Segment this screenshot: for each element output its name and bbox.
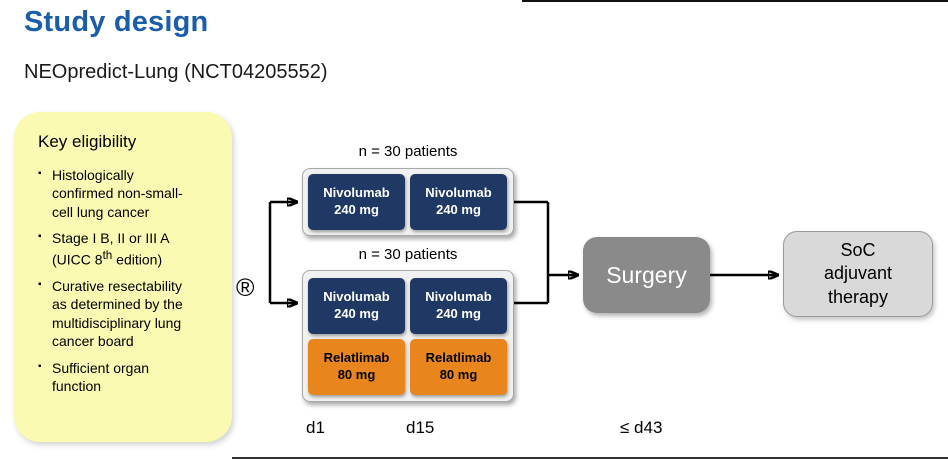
page-title: Study design [24,6,209,38]
drug-name: Nivolumab [323,185,390,201]
eligibility-heading: Key eligibility [38,132,137,151]
drug-name: Nivolumab [323,288,390,304]
drug-name: Nivolumab [425,185,492,201]
eligibility-item-histology: Histologically confirmed non-small-cell … [38,166,198,221]
drug-name: Relatlimab [323,349,390,365]
arm2-treatment-group: Nivolumab 240 mg Nivolumab 240 mg Relatl… [302,270,514,402]
eligibility-item-resectability: Curative resectability as determined by … [38,277,198,351]
arm1-n-patients-label: n = 30 patients [358,143,458,160]
timeline-d1-label: d1 [306,418,325,437]
arm2-n-patients-label: n = 30 patients [358,246,458,263]
drug-name: Nivolumab [425,288,492,304]
drug-dose: 80 mg [439,366,478,382]
arm2-relatlimab-d1-box: Relatlimab 80 mg [308,338,405,395]
drug-dose: 240 mg [436,202,481,217]
eligibility-item-organ-function: Sufficient organ function [38,359,198,396]
timeline-d43-label: ≤ d43 [620,418,663,437]
arm2-nivolumab-d1-box: Nivolumab 240 mg [308,277,405,334]
stage-superscript: th [102,248,113,262]
arm2-relatlimab-d15-box: Relatlimab 80 mg [410,338,507,395]
arm1-nivolumab-d1-box: Nivolumab 240 mg [308,174,405,230]
drug-dose: 240 mg [334,202,379,217]
drug-dose: 80 mg [337,366,376,382]
drug-name: Relatlimab [425,349,492,365]
arm1-nivolumab-d15-box: Nivolumab 240 mg [410,174,507,230]
surgery-box: Surgery [583,237,710,313]
timeline-d15-label: d15 [406,418,435,437]
eligibility-item-stage: Stage I B, II or III A (UICC 8th edition… [38,229,198,269]
study-name-subtitle: NEOpredict-Lung (NCT04205552) [24,61,328,83]
randomization-symbol: ® [236,274,255,302]
slide-edge-artifact-bottom [232,457,948,459]
arm2-nivolumab-d15-box: Nivolumab 240 mg [410,277,507,334]
drug-dose: 240 mg [436,305,481,321]
stage-text-suffix: edition) [112,251,163,268]
slide-edge-artifact-top [522,0,948,2]
key-eligibility-box: Key eligibility Histologically confirmed… [14,112,232,442]
stage-text: Stage I B, II or III A (UICC 8 [52,230,169,268]
soc-adjuvant-therapy-box: SoC adjuvant therapy [783,231,933,317]
arm1-treatment-group: Nivolumab 240 mg Nivolumab 240 mg [302,168,514,236]
drug-dose: 240 mg [334,305,379,321]
